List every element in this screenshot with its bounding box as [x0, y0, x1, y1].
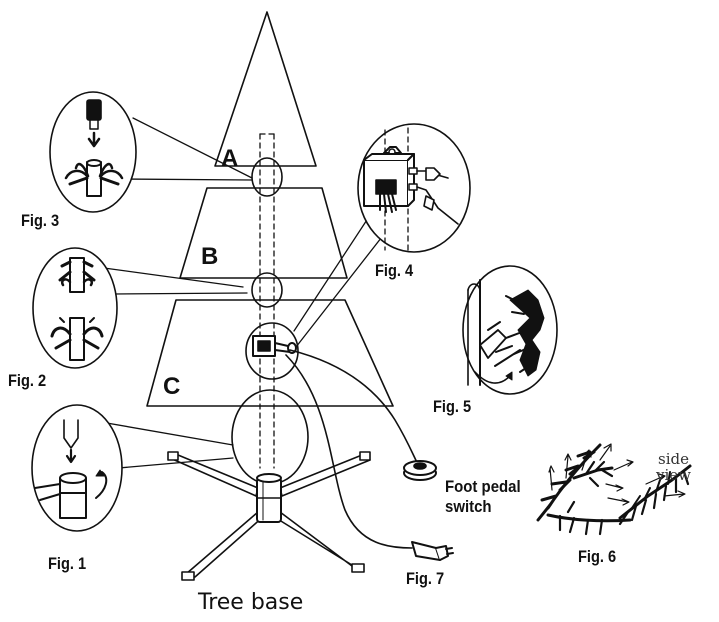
fig-4-label: Fig. 4: [375, 261, 414, 280]
adapter-cord: [285, 354, 413, 549]
foot-pedal-line-1: Foot pedal: [445, 477, 521, 496]
fig-7-label: Fig. 7: [406, 569, 445, 588]
fig5-branch-hook: [467, 279, 545, 386]
side-view-line-1: side: [658, 450, 689, 468]
section-label-b: B: [201, 243, 219, 270]
center-pole: [259, 133, 275, 469]
tree-base-label: Tree base: [198, 590, 304, 615]
fig3-plug-into-socket: [64, 99, 124, 197]
side-view-line-2: view: [656, 465, 691, 484]
foot-pedal-line-2: switch: [445, 496, 492, 516]
base-joint-oval: [231, 389, 309, 485]
side-view-label: side view: [656, 450, 691, 484]
power-adapter: [411, 541, 454, 561]
tree-section-a: [214, 11, 317, 167]
fig4-junction-box-detail: [363, 127, 459, 251]
fig2-callout: [32, 247, 118, 369]
fig1-callout: [31, 404, 123, 532]
fig-1-label: Fig. 1: [48, 554, 87, 573]
section-label-c: C: [163, 373, 181, 400]
fig6-branch-shaping: [536, 443, 692, 536]
fig3-leader: [132, 117, 253, 179]
junction-box: [252, 335, 297, 357]
joint-b-c: [251, 272, 283, 308]
foot-pedal-switch-label: Foot pedal switch: [445, 477, 521, 516]
fig-3-label: Fig. 3: [21, 211, 60, 230]
fig1-leader: [100, 421, 234, 446]
pedal-cord: [289, 349, 421, 469]
junction-box-oval: [245, 322, 299, 380]
fig-6-label: Fig. 6: [578, 547, 617, 566]
fig-5-label: Fig. 5: [433, 397, 472, 416]
fig1-pole-into-base: [34, 419, 108, 519]
tree-base-stand: [167, 451, 371, 581]
section-label-a: A: [221, 145, 239, 172]
joint-a-b: [251, 157, 283, 197]
foot-pedal-switch: [403, 460, 437, 481]
tree-section-c: [146, 299, 394, 407]
fig2-branch-hinges: [50, 257, 104, 361]
fig-2-label: Fig. 2: [8, 371, 47, 390]
tree-section-b: [179, 187, 348, 279]
fig2-leader: [103, 267, 244, 288]
